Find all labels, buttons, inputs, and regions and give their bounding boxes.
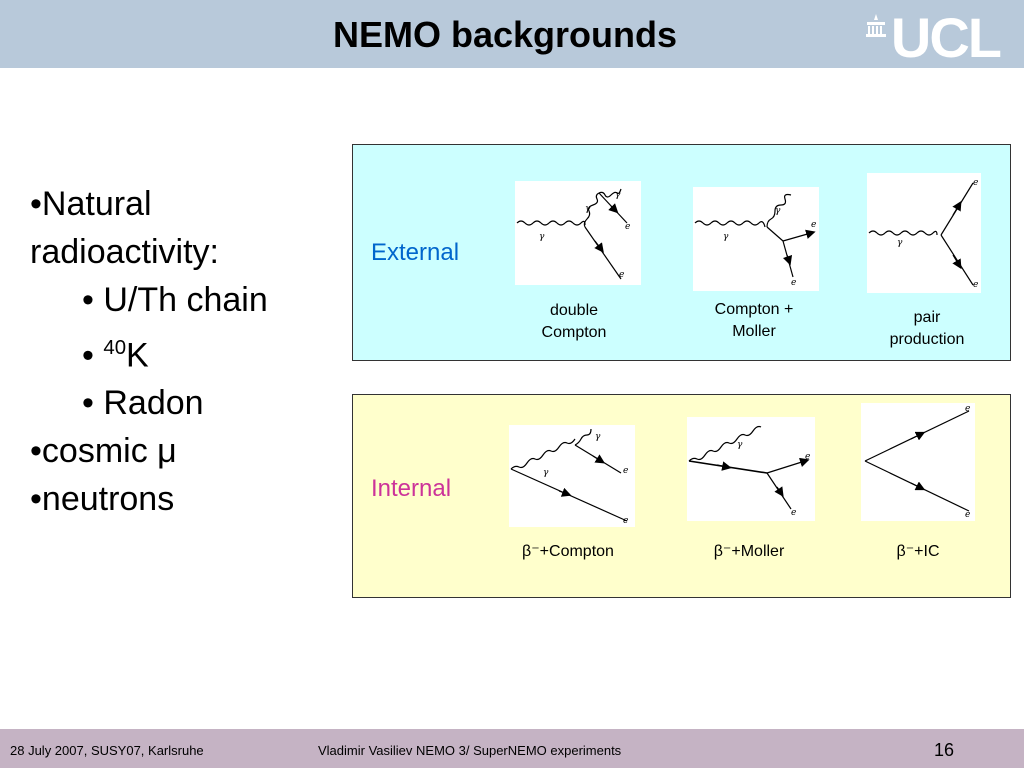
electron-label: e xyxy=(965,510,970,520)
page-number: 16 xyxy=(934,740,955,760)
caption-beta-compton: β⁻+Compton xyxy=(522,543,614,560)
k-mass-number: 40 xyxy=(103,337,127,359)
electron-label: e xyxy=(791,508,796,518)
logo-text: UCL xyxy=(890,6,1002,69)
ucl-logo: UCL xyxy=(865,6,1002,69)
bullet-radon: • Radon xyxy=(82,384,204,423)
bullet-cosmic: •cosmic μ xyxy=(30,432,177,471)
compton-moller-diagram: γ γ e e xyxy=(693,187,819,291)
gamma-label: γ xyxy=(897,238,903,248)
header-bar: NEMO backgrounds UCL xyxy=(0,0,1024,68)
beta-moller-diagram: γ e e xyxy=(687,417,815,521)
gamma-label: γ xyxy=(775,206,781,216)
double-compton-diagram: γ γ γ e e xyxy=(515,181,641,285)
bullet-list: •Natural radioactivity: • U/Th chain • 4… xyxy=(30,180,268,523)
gamma-label: γ xyxy=(737,440,743,450)
electron-label: e xyxy=(965,404,970,414)
footer-date: 28 July 2007, SUSY07, Karlsruhe xyxy=(10,743,204,758)
electron-label: e xyxy=(973,178,978,188)
beta-ic-diagram: ee xyxy=(861,403,975,521)
bullet-natural: •Natural xyxy=(30,185,152,223)
gamma-label: γ xyxy=(543,468,549,478)
electron-label: e xyxy=(625,222,630,232)
pair-production-diagram: γ e e xyxy=(867,173,981,293)
electron-label: e xyxy=(623,516,628,526)
gamma-label: γ xyxy=(585,204,591,214)
bullet-uth: • U/Th chain xyxy=(82,281,268,319)
slide-title: NEMO backgrounds xyxy=(332,14,678,55)
gamma-label: γ xyxy=(615,190,621,200)
electron-label: e xyxy=(623,466,628,476)
caption-compton-moller: Compton +Moller xyxy=(714,301,794,340)
bullet-natural-cont: radioactivity: xyxy=(30,233,219,271)
internal-label: Internal xyxy=(371,475,452,502)
bullet-k40: • 40K xyxy=(82,336,149,375)
gamma-label: γ xyxy=(595,432,601,442)
gamma-label: γ xyxy=(539,232,545,242)
electron-label: e xyxy=(619,270,624,280)
electron-label: e xyxy=(973,280,978,290)
electron-label: e xyxy=(811,220,816,230)
caption-beta-ic: β⁻+IC xyxy=(896,543,940,560)
footer-author: Vladimir Vasiliev NEMO 3/ SuperNEMO expe… xyxy=(318,743,622,758)
caption-beta-moller: β⁻+Moller xyxy=(713,543,785,560)
beta-compton-diagram: γ γ e e xyxy=(509,425,635,527)
external-label: External xyxy=(371,239,460,266)
footer-bar: 28 July 2007, SUSY07, Karlsruhe Vladimir… xyxy=(0,729,1024,768)
portico-icon xyxy=(865,14,886,37)
k-symbol: K xyxy=(126,336,149,375)
electron-label: e xyxy=(791,278,796,288)
gamma-label: γ xyxy=(723,232,729,242)
bullet-neutrons: •neutrons xyxy=(30,480,175,519)
electron-label: e xyxy=(805,452,810,462)
